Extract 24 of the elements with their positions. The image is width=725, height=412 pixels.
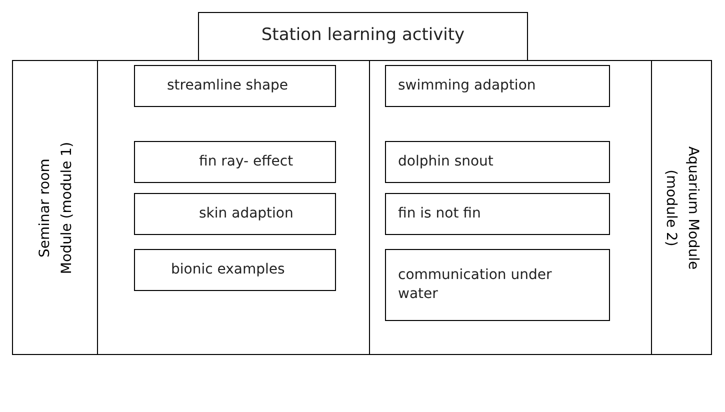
topic-label: streamline shape xyxy=(167,76,290,96)
topic-box xyxy=(134,249,336,291)
topic-label: fin is not fin xyxy=(398,204,482,224)
topic-label: dolphin snout xyxy=(398,152,494,172)
side-panel xyxy=(12,60,99,355)
topic-label: skin adaption xyxy=(199,204,294,224)
heading-box xyxy=(198,12,528,61)
topic-box xyxy=(134,65,336,107)
topic-label: communication under water xyxy=(398,266,553,304)
room-label: Aquarium Module (module 2) xyxy=(662,144,702,272)
side-panel xyxy=(651,60,712,355)
column-panel xyxy=(369,60,653,355)
topic-box xyxy=(385,249,610,321)
topic-box xyxy=(385,193,610,235)
topic-label: fin ray- effect xyxy=(199,152,294,172)
topic-box xyxy=(385,141,610,183)
room-label: Seminar room Module (module 1) xyxy=(36,140,76,276)
topic-box xyxy=(134,193,336,235)
column-panel xyxy=(97,60,371,355)
heading: Station learning activity xyxy=(260,26,466,45)
topic-box xyxy=(134,141,336,183)
topic-label: bionic examples xyxy=(171,260,286,280)
topic-label: swimming adaption xyxy=(398,76,537,96)
topic-box xyxy=(385,65,610,107)
